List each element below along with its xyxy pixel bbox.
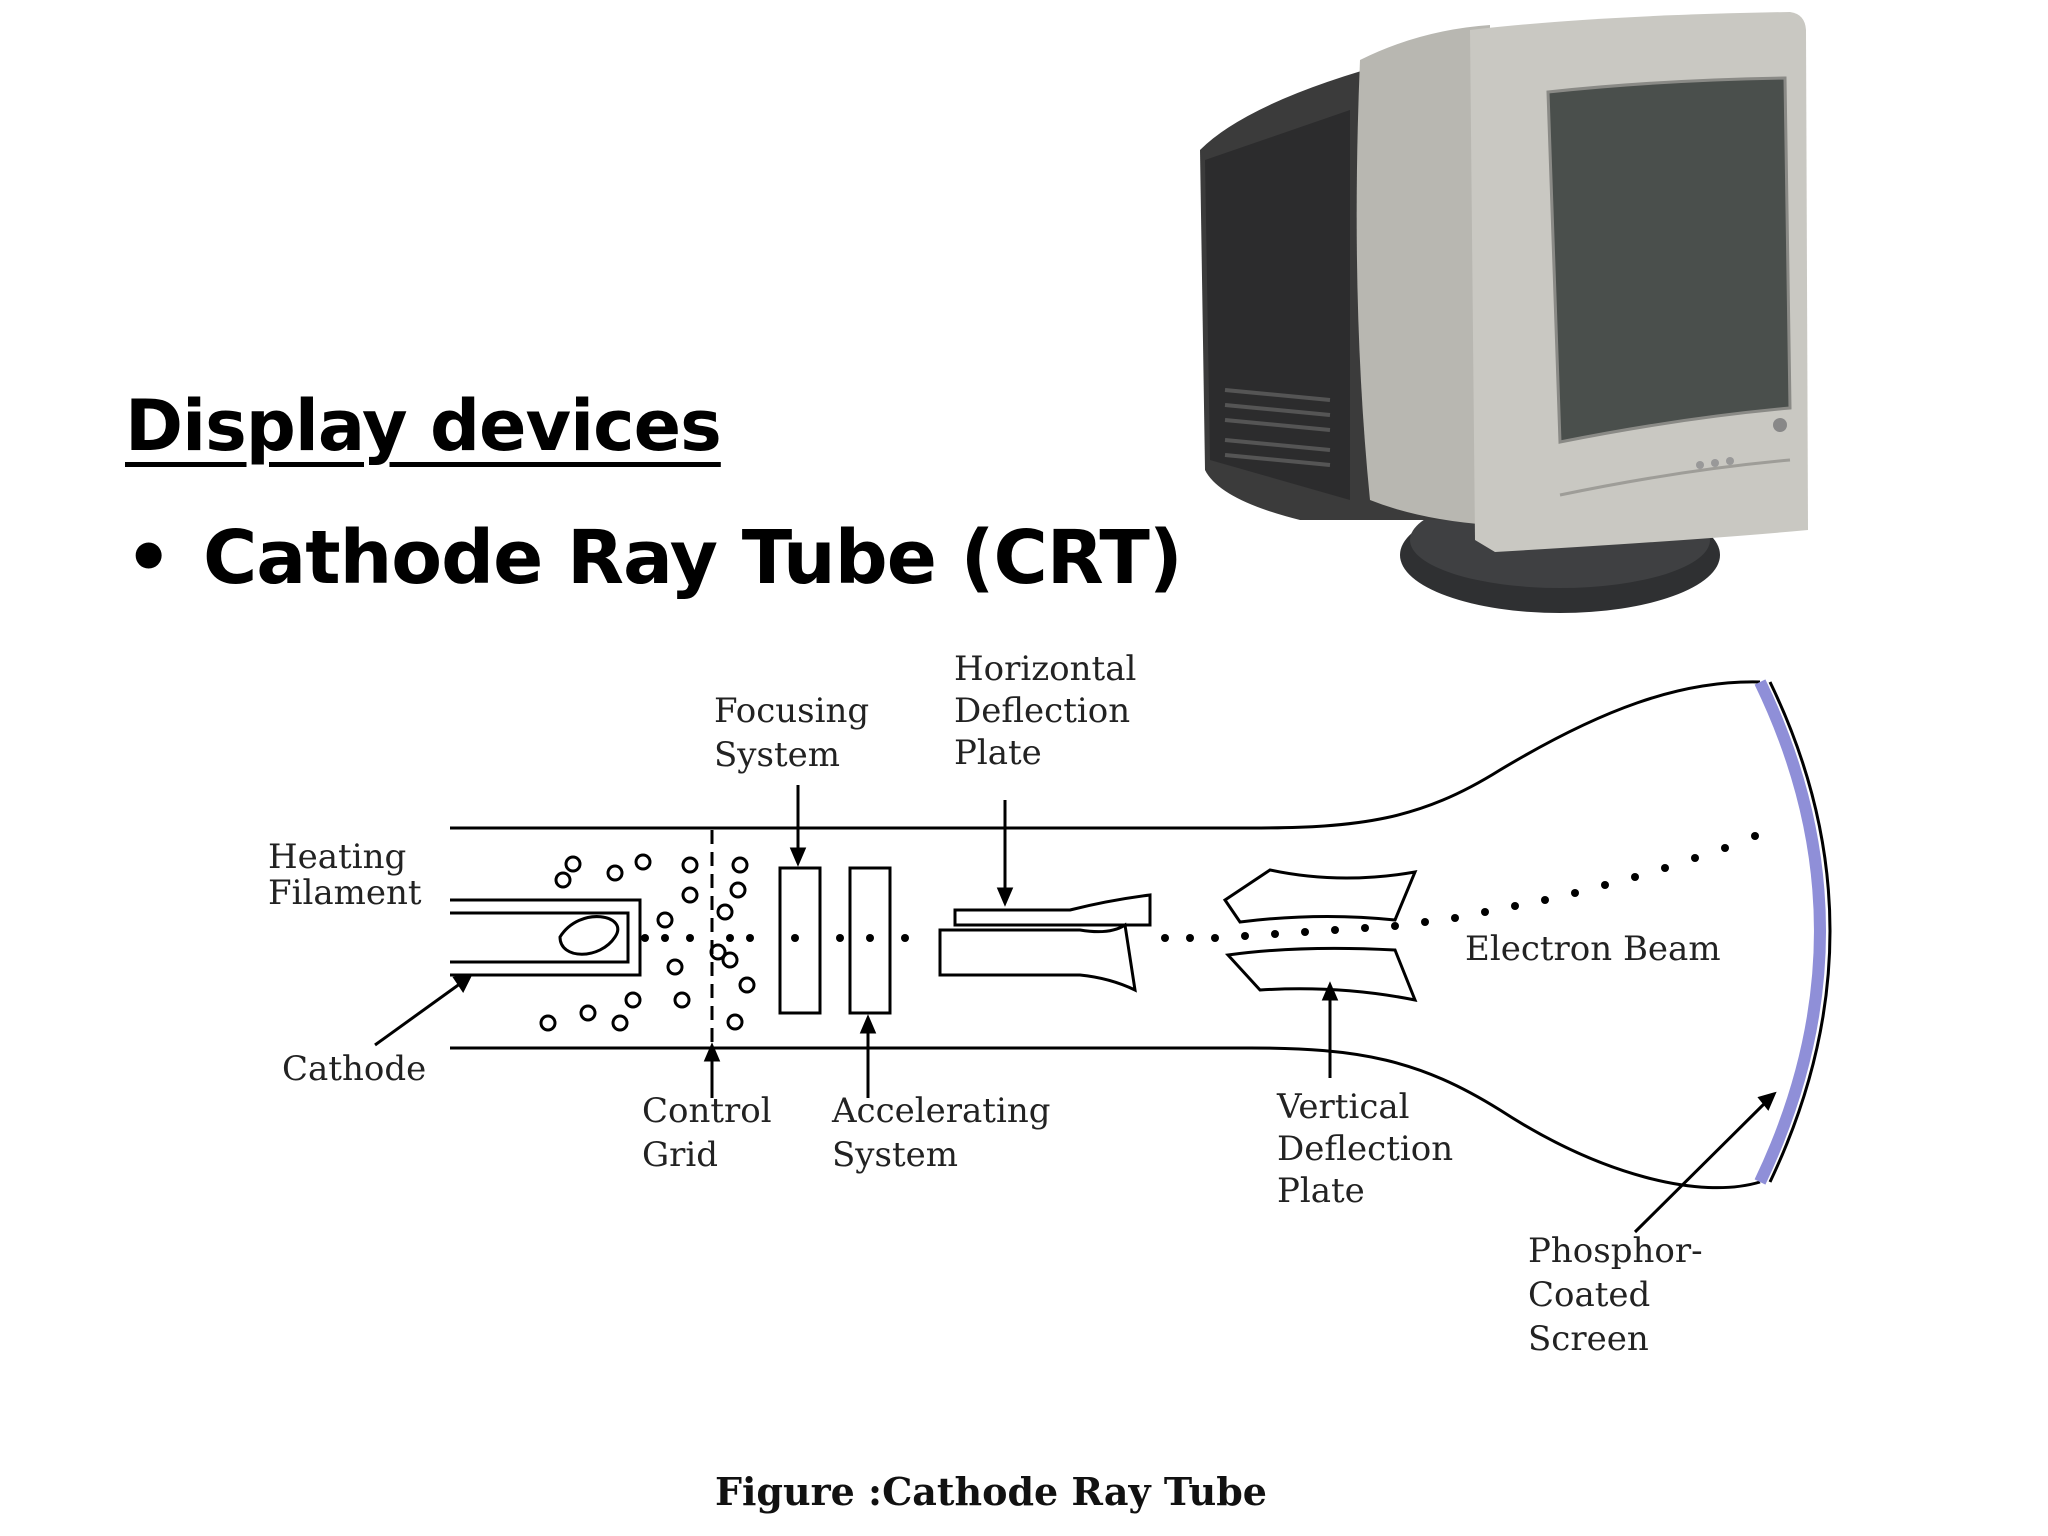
accelerating-system-label-2: System bbox=[832, 1135, 958, 1175]
cathode-label: Cathode bbox=[282, 1049, 426, 1089]
horizontal-deflection-label-1: Horizontal bbox=[954, 649, 1136, 689]
control-grid-label-1: Control bbox=[642, 1091, 772, 1131]
focusing-system-label-1: Focusing bbox=[714, 691, 869, 731]
heating-filament-label-2: Filament bbox=[268, 873, 422, 913]
phosphor-screen-label-1: Phosphor- bbox=[1528, 1231, 1703, 1271]
accelerating-electrode bbox=[848, 866, 892, 1015]
focusing-electrode bbox=[778, 866, 822, 1015]
vertical-deflection-plate bbox=[1222, 868, 1418, 1003]
electron-cloud bbox=[539, 853, 756, 1032]
vertical-deflection-label-3: Plate bbox=[1277, 1171, 1365, 1211]
horizontal-deflection-plate bbox=[938, 893, 1152, 993]
vertical-deflection-label-2: Deflection bbox=[1277, 1129, 1453, 1169]
bullet-text: Cathode Ray Tube (CRT) bbox=[203, 515, 1183, 601]
electron-beam-label: Electron Beam bbox=[1465, 929, 1721, 969]
phosphor-screen bbox=[1754, 679, 1826, 1185]
heating-filament bbox=[558, 915, 620, 956]
electron-beam bbox=[641, 832, 1759, 942]
vertical-deflection-label-1: Vertical bbox=[1276, 1087, 1410, 1127]
phosphor-screen-label-2: Coated bbox=[1528, 1275, 1650, 1315]
control-grid-label-2: Grid bbox=[642, 1135, 718, 1175]
figure-caption: Figure :Cathode Ray Tube bbox=[715, 1469, 1267, 1514]
bullet-item: • Cathode Ray Tube (CRT) bbox=[125, 515, 1183, 601]
diagram-labels: Heating Filament Cathode Control Grid Fo… bbox=[268, 649, 1721, 1359]
tube-outline bbox=[450, 680, 1761, 1190]
horizontal-deflection-label-2: Deflection bbox=[954, 691, 1130, 731]
bullet-icon: • bbox=[125, 515, 172, 601]
phosphor-screen-label-3: Screen bbox=[1528, 1319, 1649, 1359]
accelerating-system-label-1: Accelerating bbox=[831, 1091, 1050, 1131]
heating-filament-label-1: Heating bbox=[268, 837, 406, 877]
cathode bbox=[450, 898, 642, 977]
horizontal-deflection-label-3: Plate bbox=[954, 733, 1042, 773]
focusing-system-label-2: System bbox=[714, 735, 840, 775]
slide-heading: Display devices bbox=[125, 385, 722, 467]
